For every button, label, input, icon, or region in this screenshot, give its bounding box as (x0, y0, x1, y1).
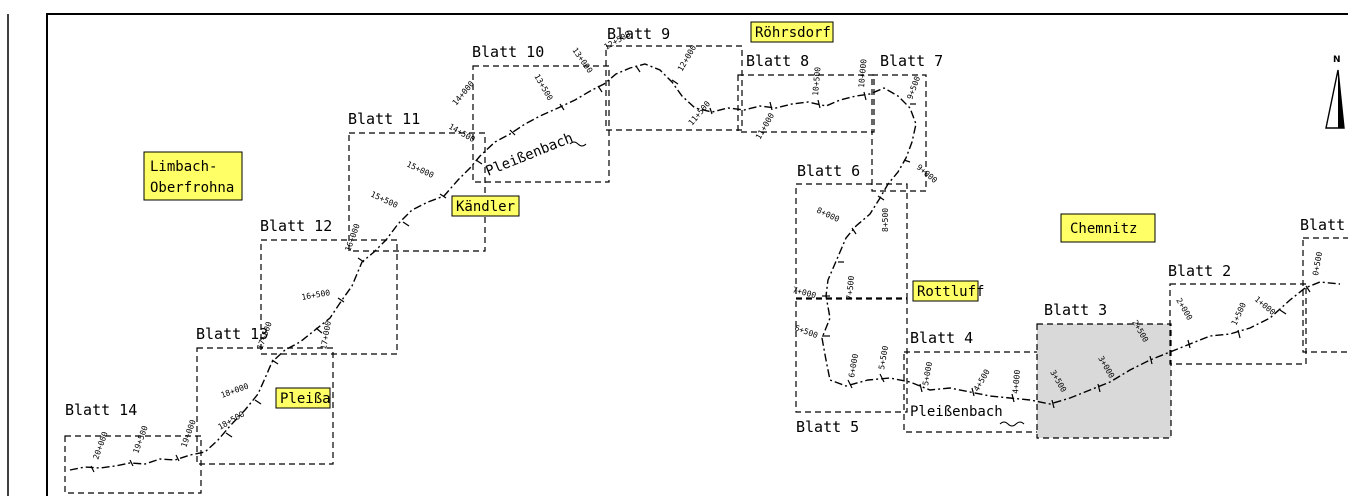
station-label: 10+000 (857, 58, 869, 88)
map-frame (46, 13, 1348, 496)
station-label: 9+500 (905, 75, 922, 101)
station-label: 10+500 (811, 66, 823, 96)
sheet-2-rect[interactable] (1169, 283, 1307, 365)
svg-text:Oberfrohna: Oberfrohna (150, 180, 234, 196)
svg-text:Rottluff: Rottluff (917, 284, 984, 300)
station-label: 18+500 (217, 409, 247, 431)
station-label: 4+000 (1011, 369, 1022, 394)
station-label: 9+000 (915, 163, 939, 185)
sheet-6-label: Blatt 6 (797, 162, 860, 180)
place-chemnitz[interactable]: Chemnitz (1060, 213, 1156, 243)
svg-text:Kändler: Kändler (456, 199, 515, 215)
sheet-8-rect[interactable] (737, 74, 875, 133)
place-limbach[interactable]: Limbach- Oberfrohna (143, 151, 243, 201)
sheet-4-label: Blatt 4 (910, 329, 973, 347)
sheet-10-label: Blatt 10 (472, 43, 544, 61)
station-label: 0+500 (1311, 251, 1324, 276)
sheet-3-label: Blatt 3 (1044, 301, 1107, 319)
station-label: 19+000 (179, 418, 197, 448)
station-label: 2+000 (1174, 297, 1194, 323)
station-label: 15+500 (369, 190, 399, 210)
station-label: 16+500 (301, 288, 331, 302)
station-label: 8+500 (881, 208, 890, 232)
place-kaendler[interactable]: Kändler (451, 195, 520, 217)
station-label: 1+500 (1230, 301, 1248, 327)
sheet-9-label: Blatt 9 (607, 25, 670, 43)
svg-text:Chemnitz: Chemnitz (1070, 221, 1137, 237)
station-label: 14+000 (451, 79, 477, 107)
station-label: 7+000 (791, 285, 817, 300)
station-label: 17+000 (319, 320, 333, 350)
sheet-14-label: Blatt 14 (65, 401, 137, 419)
place-rottluff[interactable]: Rottluff (912, 280, 984, 302)
river-label-pleissenbach: Pleißenbach (910, 404, 1003, 420)
sheet-6-rect[interactable] (795, 183, 908, 299)
station-label: 11+000 (754, 111, 776, 141)
sheet-11-rect[interactable] (348, 132, 486, 252)
sheet-labels: Blatt 14 Blatt 13 Blatt 12 Blatt 11 Blat… (65, 25, 1345, 436)
sheet-2-label: Blatt 2 (1168, 262, 1231, 280)
sheet-10-rect[interactable] (472, 65, 610, 183)
station-label: 15+000 (405, 160, 435, 180)
station-label: 7+500 (845, 275, 856, 300)
sheet-5-rect[interactable] (795, 298, 908, 413)
station-label: 5+000 (921, 361, 934, 386)
station-label: 6+500 (793, 323, 819, 340)
svg-text:Pleißa: Pleißa (280, 391, 331, 407)
sheet-11-label: Blatt 11 (348, 110, 420, 128)
sheet-12-rect[interactable] (260, 239, 398, 355)
north-letter: N (1333, 55, 1341, 65)
station-label: 12+000 (676, 43, 698, 73)
station-label: 20+000 (91, 430, 109, 460)
sheet-3-rect[interactable] (1036, 323, 1172, 439)
sheet-7-rect[interactable] (871, 74, 927, 192)
sheet-8-label: Blatt 8 (746, 52, 809, 70)
sheet-1-rect[interactable] (1302, 237, 1348, 353)
sheet-1-label: Blatt (1300, 216, 1345, 234)
station-label: 1+000 (1253, 295, 1277, 317)
station-label: 8+000 (815, 206, 841, 224)
station-label: 5+500 (877, 345, 890, 370)
station-label: 18+000 (220, 381, 250, 399)
sheet-7-label: Blatt 7 (880, 52, 943, 70)
station-label: 6+000 (847, 353, 860, 378)
svg-text:Limbach-: Limbach- (150, 159, 217, 175)
sheet-5-label: Blatt 5 (796, 418, 859, 436)
sheet-grid (64, 45, 1348, 494)
station-label: 13+000 (570, 46, 594, 75)
north-arrow-icon: N (1325, 55, 1345, 129)
station-label: 16+000 (343, 222, 361, 252)
station-label: 13+500 (532, 73, 554, 103)
sheet-12-label: Blatt 12 (260, 217, 332, 235)
sheet-13-label: Blatt 13 (196, 325, 268, 343)
station-label: 4+500 (972, 367, 992, 393)
svg-text:Röhrsdorf: Röhrsdorf (755, 25, 831, 41)
sheet-9-rect[interactable] (605, 45, 743, 131)
station-label: 19+500 (131, 424, 149, 454)
route-line (69, 63, 1341, 471)
place-pleissa[interactable]: Pleißa (275, 387, 331, 409)
river-wave-icon (999, 421, 1025, 427)
river-label-pleissenbach: Pleißenbach (484, 130, 576, 180)
place-roehrsdorf[interactable]: Röhrsdorf (750, 21, 834, 43)
sheet-13-rect[interactable] (196, 347, 334, 465)
river-wave-icon (569, 141, 587, 147)
